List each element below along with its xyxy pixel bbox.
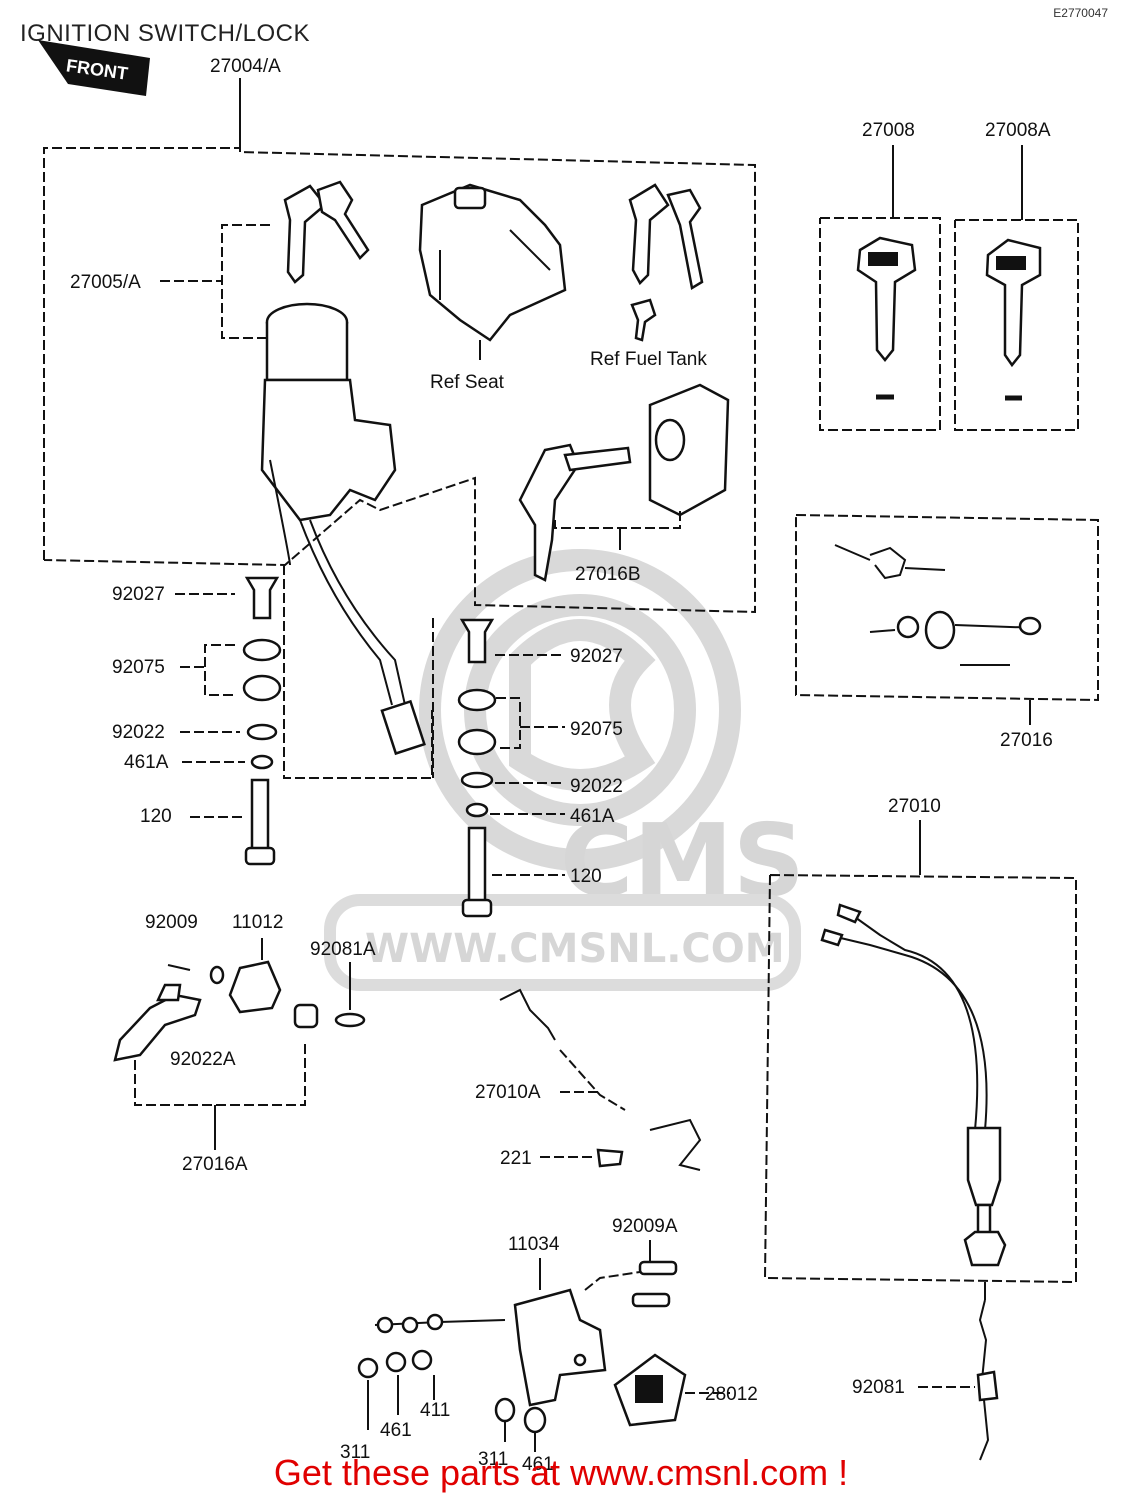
label-92009A: 92009A <box>612 1216 678 1237</box>
label-28012: 28012 <box>705 1384 758 1405</box>
label-27016: 27016 <box>1000 730 1053 751</box>
label-92081: 92081 <box>852 1377 905 1398</box>
bracket-27016B <box>554 510 681 529</box>
fuel-tank-keys: Ref Fuel Tank <box>590 183 707 370</box>
watermark-url-frame <box>324 894 801 991</box>
label-92081A: 92081A <box>310 939 376 960</box>
watermark-ring <box>419 549 741 871</box>
label-120-right: 120 <box>570 866 602 887</box>
seat-lock: Ref Seat <box>418 183 567 393</box>
front-arrow-shape <box>38 40 150 96</box>
label-27010: 27010 <box>888 796 941 817</box>
note-ref-seat: Ref Seat <box>430 372 505 393</box>
footer-promo-text: Get these parts at www.cmsnl.com ! <box>273 1452 849 1493</box>
ignition-switch-body <box>260 302 426 756</box>
watermark-emblem <box>509 619 656 791</box>
lock-set-27016B: 27016B <box>518 383 730 585</box>
label-461A-right: 461A <box>570 806 615 827</box>
label-92075-left: 92075 <box>112 657 165 678</box>
cms-watermark: CMS WWW.CMSNL.COM <box>324 549 805 991</box>
label-92022-left: 92022 <box>112 722 165 743</box>
blank-key-27008A: 27008A <box>954 120 1079 431</box>
switch-27010: 27010 92081 <box>763 796 1077 1461</box>
label-27016B: 27016B <box>575 564 641 585</box>
label-120-left: 120 <box>140 806 172 827</box>
label-311-a: 311 <box>340 1442 370 1463</box>
label-461-b: 461 <box>522 1454 554 1475</box>
key-pair-27005A <box>283 180 370 284</box>
label-11034: 11034 <box>508 1234 560 1255</box>
lock-set-27016: 27016 <box>795 514 1099 751</box>
label-27010A: 27010A <box>475 1082 541 1103</box>
right-fastener-stack: 92027 92075 92022 461A 120 <box>432 618 623 918</box>
blank-key-27008: 27008 <box>819 120 941 431</box>
note-ref-fuel-tank: Ref Fuel Tank <box>590 349 707 370</box>
ignition-switch-set-group: 27004/A 27005/A <box>43 56 756 779</box>
diagram-title: IGNITION SWITCH/LOCK <box>20 20 311 47</box>
label-27016A: 27016A <box>182 1154 248 1175</box>
label-461A-left: 461A <box>124 752 169 773</box>
label-221: 221 <box>500 1148 532 1169</box>
label-92022A: 92022A <box>170 1049 236 1070</box>
label-92027-right: 92027 <box>570 646 623 667</box>
label-92027-left: 92027 <box>112 584 165 605</box>
diagram-code: E2770047 <box>1053 6 1108 20</box>
label-311-b: 311 <box>478 1449 508 1470</box>
label-92009: 92009 <box>145 912 198 933</box>
bracket-27005A <box>221 224 272 339</box>
lock-set-27016A: 92009 11012 92081A 92022A 27016A <box>113 912 376 1175</box>
wire-27010A: 27010A 221 <box>475 988 702 1171</box>
label-11012: 11012 <box>232 912 283 933</box>
set-boundary <box>43 147 756 614</box>
label-461: 461 <box>380 1420 412 1441</box>
bracket-11034: 11034 92009A 411 461 311 <box>340 1216 758 1475</box>
label-411: 411 <box>420 1400 450 1421</box>
label-27005A: 27005/A <box>70 272 141 293</box>
label-27004A: 27004/A <box>210 56 281 77</box>
label-27008A: 27008A <box>985 120 1051 141</box>
label-27008: 27008 <box>862 120 915 141</box>
front-arrow: FRONT <box>38 40 150 96</box>
watermark-url-text: WWW.CMSNL.COM <box>365 926 785 972</box>
label-92022-right: 92022 <box>570 776 623 797</box>
left-fastener-stack: 92027 92075 92022 461A 120 <box>112 576 282 866</box>
label-92075-right: 92075 <box>570 719 623 740</box>
